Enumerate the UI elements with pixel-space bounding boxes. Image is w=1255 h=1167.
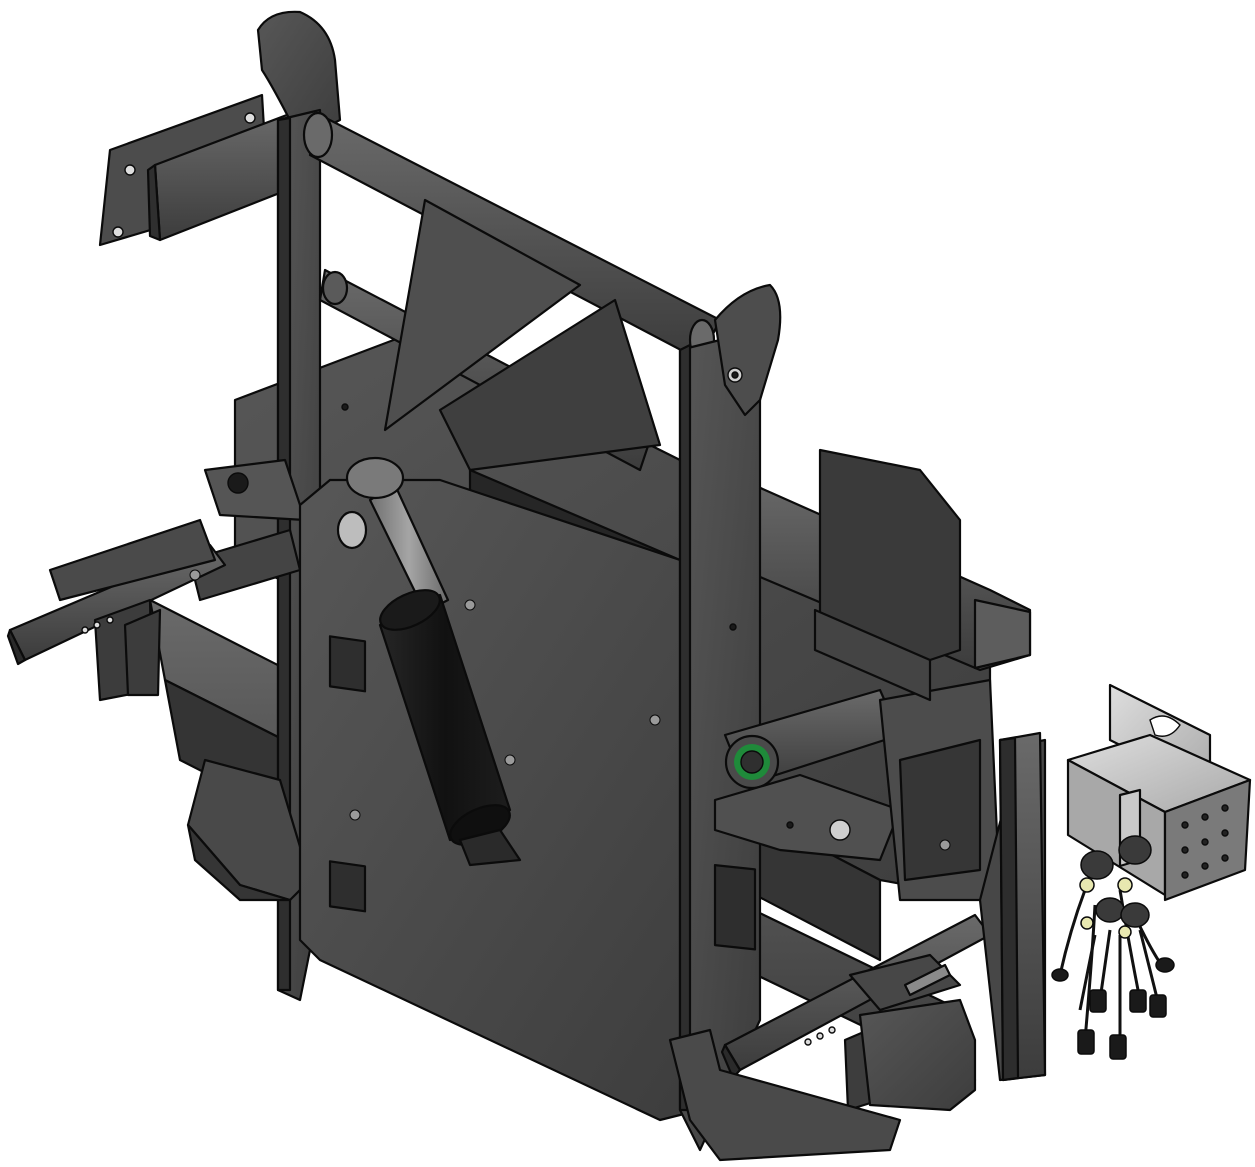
hydraulic-cylinder-icon — [336, 456, 522, 867]
fasteners — [189, 569, 951, 851]
mounting-bracket-icon — [1066, 683, 1252, 902]
front-foot — [668, 1028, 902, 1162]
right-tube — [718, 448, 1032, 672]
right-upright — [678, 283, 782, 1152]
right-outrigger — [720, 913, 992, 1112]
top-gusset — [383, 198, 662, 472]
pivot-pin — [713, 688, 902, 862]
left-outrigger — [6, 518, 227, 702]
left-foot — [186, 758, 312, 902]
hydraulic-coupler-icon — [1051, 835, 1175, 1060]
right-box-structure — [813, 608, 1002, 902]
rear-mount-plate — [98, 93, 302, 247]
left-side-bracket — [188, 458, 307, 602]
guide-plate — [978, 731, 1047, 1082]
